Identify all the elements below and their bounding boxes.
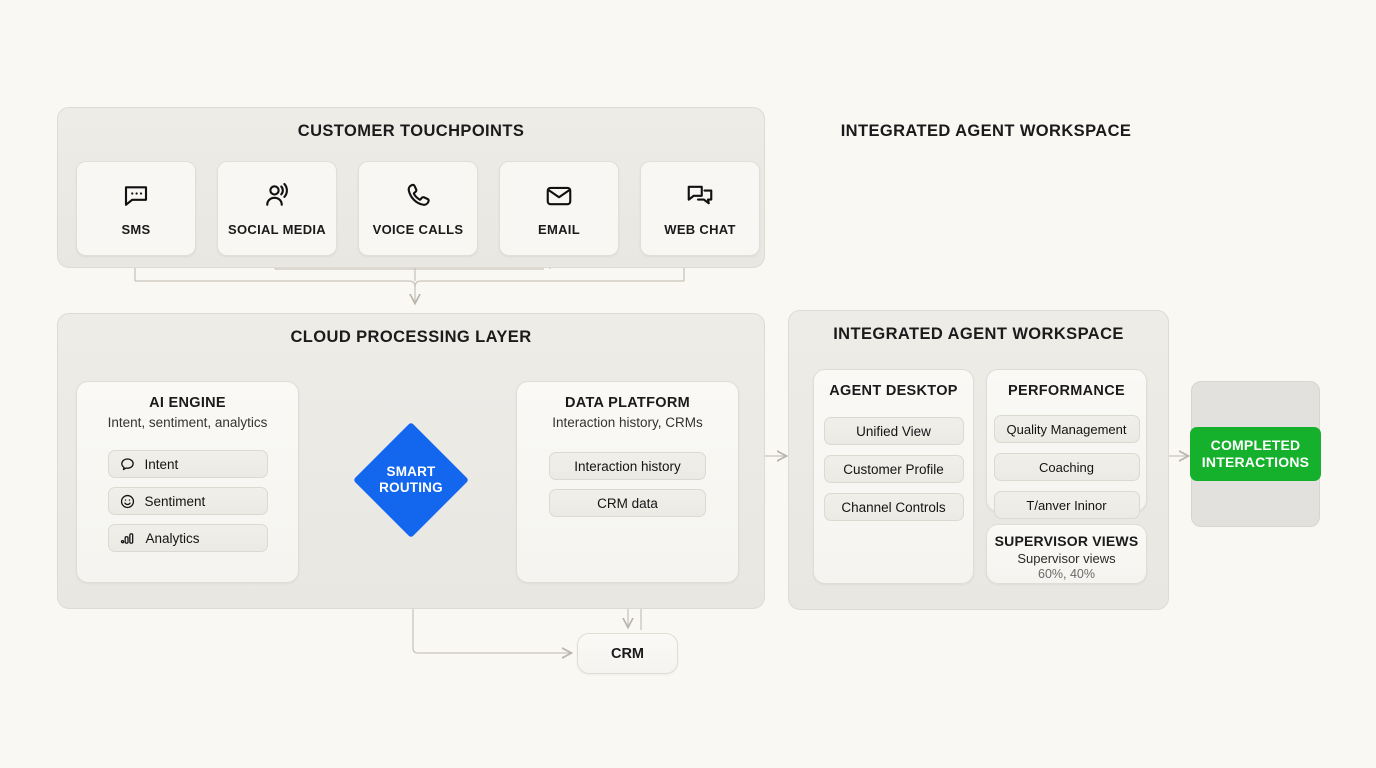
supervisor-views-card: SUPERVISOR VIEWS Supervisor views 60%, 4… [986,524,1147,584]
ai-item-intent[interactable]: Intent [107,450,268,478]
agent-desktop-item-label: Channel Controls [841,499,946,515]
supervisor-percentages: 60%, 40% [1038,567,1095,581]
touchpoint-label: SOCIAL MEDIA [228,221,326,237]
performance-card: PERFORMANCE Quality Management Coaching … [986,369,1147,519]
performance-item-label: Coaching [1039,459,1094,475]
customer-touchpoints-panel: CUSTOMER TOUCHPOINTS SMS [57,107,765,268]
chat-bubbles-icon [685,181,715,211]
supervisor-title: SUPERVISOR VIEWS [994,533,1139,549]
agent-desktop-item-label: Customer Profile [843,461,944,477]
ai-item-sentiment[interactable]: Sentiment [107,487,268,515]
touchpoint-sms[interactable]: SMS [76,161,196,256]
smiley-face-icon [119,493,136,510]
touchpoint-email[interactable]: EMAIL [499,161,619,256]
data-platform-subtitle: Interaction history, CRMs [552,415,703,430]
ai-engine-card: AI ENGINE Intent, sentiment, analytics I… [76,381,299,583]
completed-interactions-badge[interactable]: COMPLETED INTERACTIONS [1189,426,1322,482]
integrated-agent-workspace-header: INTEGRATED AGENT WORKSPACE [840,122,1132,140]
ai-item-label: Analytics [145,530,200,546]
data-platform-title: DATA PLATFORM [565,395,690,411]
agent-desktop-item-unified-view[interactable]: Unified View [823,417,964,445]
performance-item-label: Quality Management [1006,421,1127,437]
touchpoints-row: SMS SOCIAL MEDIA [76,161,760,256]
agent-desktop-item-channel-controls[interactable]: Channel Controls [823,493,964,521]
performance-item-coaching[interactable]: Coaching [993,453,1140,481]
ai-item-analytics[interactable]: Analytics [107,524,268,552]
smart-routing-label: SMART ROUTING [353,422,469,538]
ai-item-label: Sentiment [144,493,206,509]
completed-line-1: COMPLETED [1210,436,1301,453]
agent-desktop-title: AGENT DESKTOP [829,383,958,399]
agent-desktop-card: AGENT DESKTOP Unified View Customer Prof… [813,369,974,584]
performance-item-quality-management[interactable]: Quality Management [993,415,1140,443]
ai-engine-title: AI ENGINE [149,395,226,411]
message-dots-icon [121,181,151,211]
touchpoint-social-media[interactable]: SOCIAL MEDIA [217,161,337,256]
touchpoint-label: SMS [121,221,151,237]
bar-chart-icon [119,530,137,547]
agent-desktop-item-label: Unified View [856,423,931,439]
ai-item-label: Intent [144,456,179,472]
data-platform-card: DATA PLATFORM Interaction history, CRMs … [516,381,739,583]
envelope-icon [544,181,574,211]
dp-item-crm-data[interactable]: CRM data [549,489,706,517]
person-broadcast-icon [262,181,292,211]
dp-item-label: Interaction history [574,458,681,474]
touchpoint-web-chat[interactable]: WEB CHAT [640,161,760,256]
ai-engine-subtitle: Intent, sentiment, analytics [107,415,268,430]
completed-interactions-panel: COMPLETED INTERACTIONS [1189,381,1322,527]
touchpoint-label: WEB CHAT [664,221,736,237]
performance-item-label: T/anver Ininor [1026,497,1107,513]
touchpoint-voice-calls[interactable]: VOICE CALLS [358,161,478,256]
crm-node[interactable]: CRM [577,633,678,674]
completed-line-2: INTERACTIONS [1201,454,1310,470]
speech-bubble-icon [119,456,136,473]
router-line-1: SMART [386,464,436,480]
router-line-2: ROUTING [379,480,443,495]
agent-desktop-item-customer-profile[interactable]: Customer Profile [823,455,964,483]
touchpoint-label: VOICE CALLS [372,221,464,237]
phone-icon [403,181,433,211]
cloud-title: CLOUD PROCESSING LAYER [290,328,532,346]
integrated-agent-workspace-panel: INTEGRATED AGENT WORKSPACE AGENT DESKTOP… [788,310,1169,610]
smart-routing-node[interactable]: SMART ROUTING [353,422,469,538]
crm-label: CRM [610,645,645,662]
dp-item-label: CRM data [597,495,658,511]
supervisor-subtitle: Supervisor views [1017,551,1116,566]
performance-title: PERFORMANCE [1008,383,1125,399]
performance-item-third[interactable]: T/anver Ininor [993,491,1140,519]
dp-item-interaction-history[interactable]: Interaction history [549,452,706,480]
touchpoint-label: EMAIL [538,221,580,237]
workspace-title: INTEGRATED AGENT WORKSPACE [833,325,1124,343]
cloud-processing-layer-panel: CLOUD PROCESSING LAYER AI ENGINE Intent,… [57,313,765,609]
touchpoints-title: CUSTOMER TOUCHPOINTS [297,122,525,140]
